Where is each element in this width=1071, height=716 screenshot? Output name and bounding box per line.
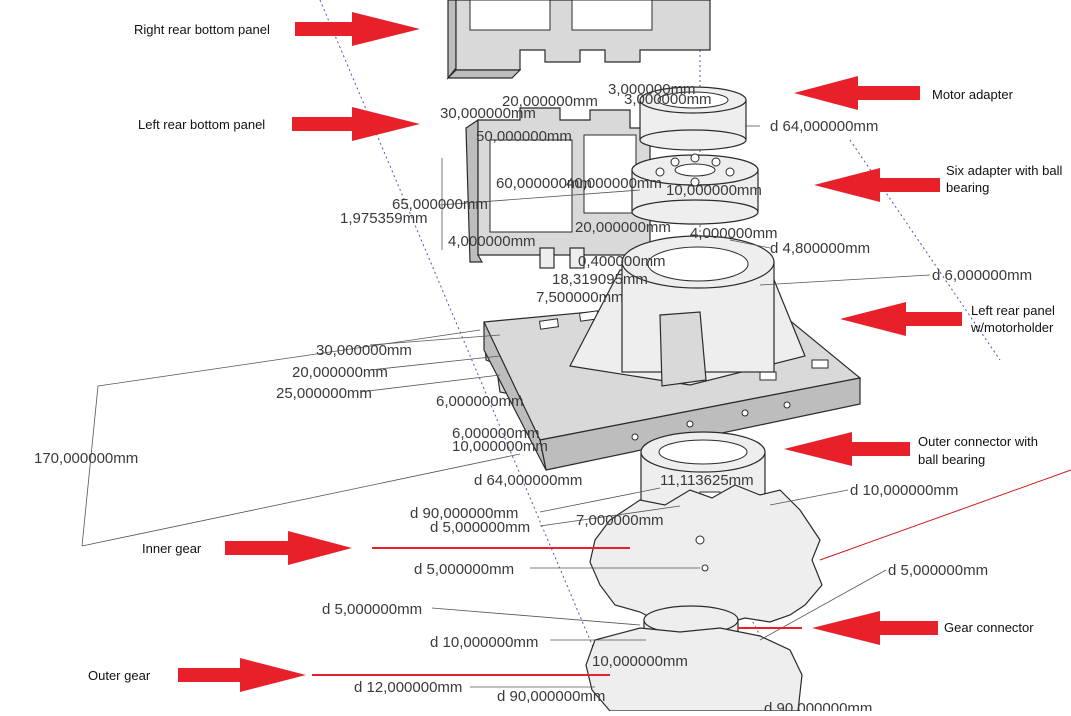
arrow-left-rear-panel [840, 302, 962, 336]
dim-text: 30,000000mm [440, 105, 536, 122]
arrow-left-rear-bottom-panel [292, 107, 420, 141]
dim-text: d 90,000000mm [497, 688, 605, 705]
label-six-adapter-line1: Six adapter with ball [946, 163, 1062, 178]
dim-text: d 5,000000mm [414, 561, 514, 578]
dim-text: 3,000000mm [624, 91, 712, 108]
dim-text: 7,500000mm [536, 289, 624, 306]
dim-text: 6,000000mm [436, 393, 524, 410]
dim-text: d 10,000000mm [850, 482, 958, 499]
left-rear-bottom-panel[interactable] [465, 107, 651, 269]
arrow-right-rear-bottom-panel [295, 12, 420, 46]
dim-text: 10,000000mm [666, 182, 762, 199]
dim-text: 20,000000mm [502, 93, 598, 110]
arrow-inner-gear [225, 531, 352, 565]
dim-text: 1,975359mm [340, 210, 428, 227]
dim-text: 60,000000mm [496, 175, 592, 192]
dim-text: 0,400000mm [578, 253, 666, 270]
dim-text: 18,319095mm [552, 271, 648, 288]
label-gear-connector: Gear connector [944, 620, 1034, 635]
dim-text: 11,113625mm [660, 472, 754, 489]
dimension-texts: 3,000000mm 3,000000mm 30,000000mm 20,000… [34, 81, 1032, 716]
dim-text: 170,000000mm [34, 450, 138, 467]
dim-text: 30,000000mm [316, 342, 412, 359]
inner-gear[interactable] [589, 484, 823, 626]
dim-text: 50,000000mm [476, 128, 572, 145]
dim-text: d 64,000000mm [770, 118, 878, 135]
left-rear-panel-motorholder[interactable] [483, 235, 862, 471]
dim-text: d 90,000000mm [410, 505, 518, 522]
dim-text: 25,000000mm [276, 385, 372, 402]
dim-text: d 6,000000mm [932, 267, 1032, 284]
dim-text: 40,000000mm [566, 175, 662, 192]
dim-text: 6,000000mm [452, 425, 540, 442]
dim-text: d 10,000000mm [430, 634, 538, 651]
dimension-lines [81, 125, 931, 688]
dim-text: 10,000000mm [592, 653, 688, 670]
right-rear-bottom-panel[interactable] [446, 0, 711, 80]
dim-text: 65,000000mm [392, 196, 488, 213]
motor-adapter[interactable] [639, 86, 747, 151]
label-motor-adapter: Motor adapter [932, 87, 1014, 102]
arrow-gear-connector [812, 611, 938, 645]
dim-text: d 5,000000mm [430, 519, 530, 536]
arrow-six-adapter [814, 168, 940, 202]
part-labels: Right rear bottom panel Left rear bottom… [88, 22, 1062, 683]
dim-text: d 5,000000mm [888, 562, 988, 579]
outer-gear[interactable] [585, 627, 803, 712]
dim-text: 7,000000mm [576, 512, 664, 529]
arrow-outer-gear [178, 658, 306, 692]
dim-text: 20,000000mm [575, 219, 671, 236]
dim-text: 3,000000mm [608, 81, 696, 98]
construction-axis-3 [849, 139, 1001, 361]
dim-text: d 5,000000mm [322, 601, 422, 618]
arrow-outer-connector [784, 432, 910, 466]
label-outer-connector-line1: Outer connector with [918, 434, 1038, 449]
label-left-rear-panel-line1: Left rear panel [971, 303, 1055, 318]
annotation-arrows [178, 12, 962, 692]
label-left-rear-panel-line2: w/motorholder [970, 320, 1054, 335]
six-adapter[interactable] [631, 153, 759, 225]
dim-text: d 4,800000mm [770, 240, 870, 257]
dim-text: 4,000000mm [690, 225, 778, 242]
construction-axis-1 [319, 0, 621, 712]
label-outer-connector-line2: ball bearing [918, 452, 985, 467]
label-six-adapter-line2: bearing [946, 180, 989, 195]
arrow-motor-adapter [794, 76, 920, 110]
label-right-rear-bottom-panel: Right rear bottom panel [134, 22, 270, 37]
dim-text: d 12,000000mm [354, 679, 462, 696]
dim-text: 10,000000mm [452, 438, 548, 455]
dim-text: d 90,000000mm [764, 700, 872, 711]
label-outer-gear: Outer gear [88, 668, 151, 683]
dim-text: 4,000000mm [448, 233, 536, 250]
label-inner-gear: Inner gear [142, 541, 202, 556]
label-left-rear-bottom-panel: Left rear bottom panel [138, 117, 265, 132]
dim-text: 20,000000mm [292, 364, 388, 381]
dim-text: d 64,000000mm [474, 472, 582, 489]
red-axis [819, 469, 1071, 561]
